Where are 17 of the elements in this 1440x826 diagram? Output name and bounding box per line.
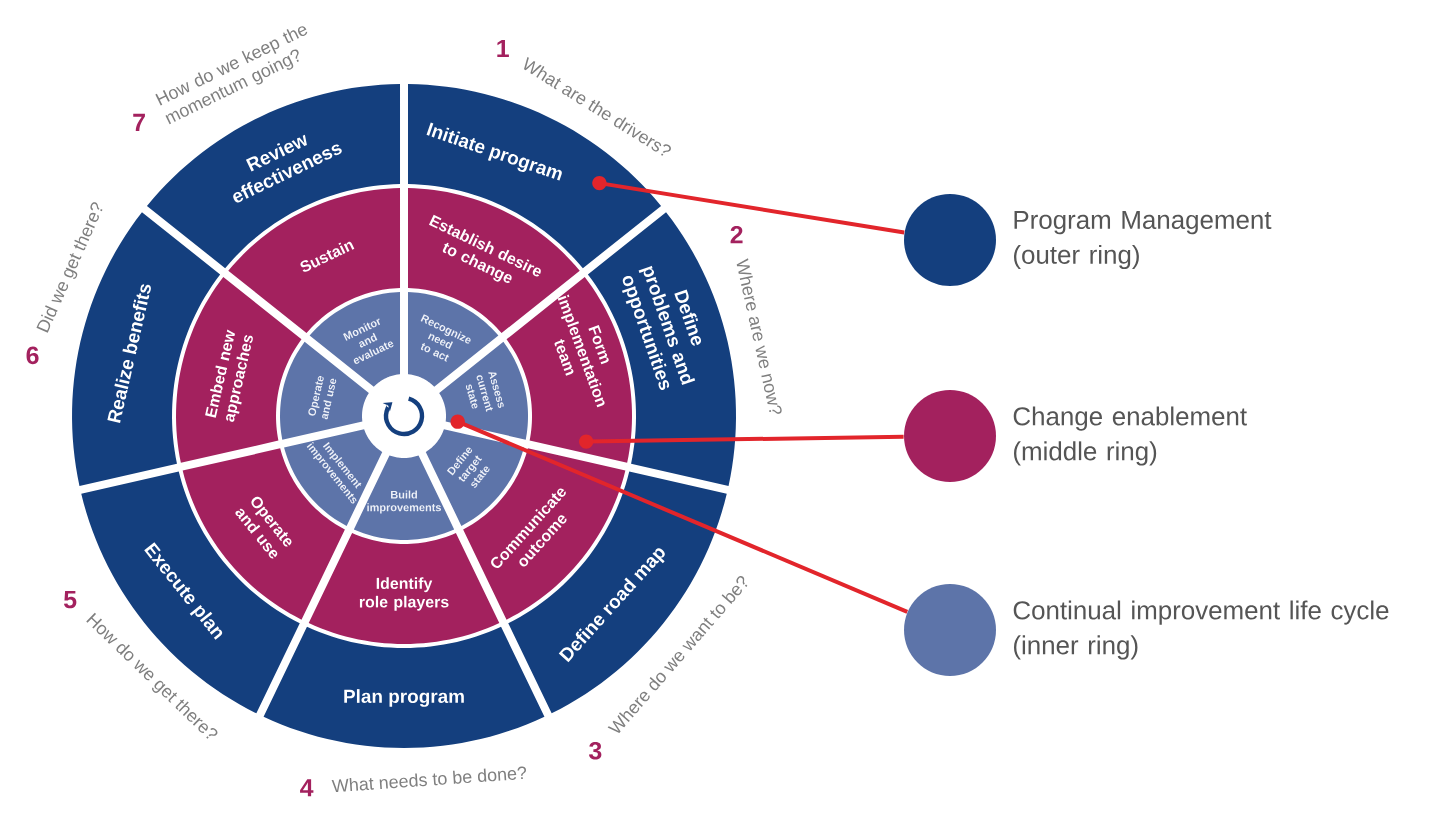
leader-line xyxy=(592,175,905,235)
step-number: 7 xyxy=(133,113,145,131)
question-text: Where are we now? xyxy=(736,258,782,414)
step-number: 5 xyxy=(64,590,77,609)
legend-text: Change enablement (middle ring) xyxy=(1013,406,1247,466)
step-number: 1 xyxy=(497,39,509,57)
question-text: What needs to be done? xyxy=(331,766,526,793)
leader-line xyxy=(579,434,904,449)
leader-line xyxy=(450,414,909,614)
legend-text: Continual improvement life cycle (inner ring) xyxy=(1013,600,1389,660)
step-number: 6 xyxy=(26,346,39,365)
step-number: 4 xyxy=(300,779,314,797)
ring-segment: Plan program xyxy=(263,626,545,748)
step-number: 3 xyxy=(589,741,602,760)
node-label: Plan program xyxy=(344,689,464,707)
legend-text: Program Management (outer ring) xyxy=(1014,211,1272,270)
step-number: 2 xyxy=(730,225,743,244)
